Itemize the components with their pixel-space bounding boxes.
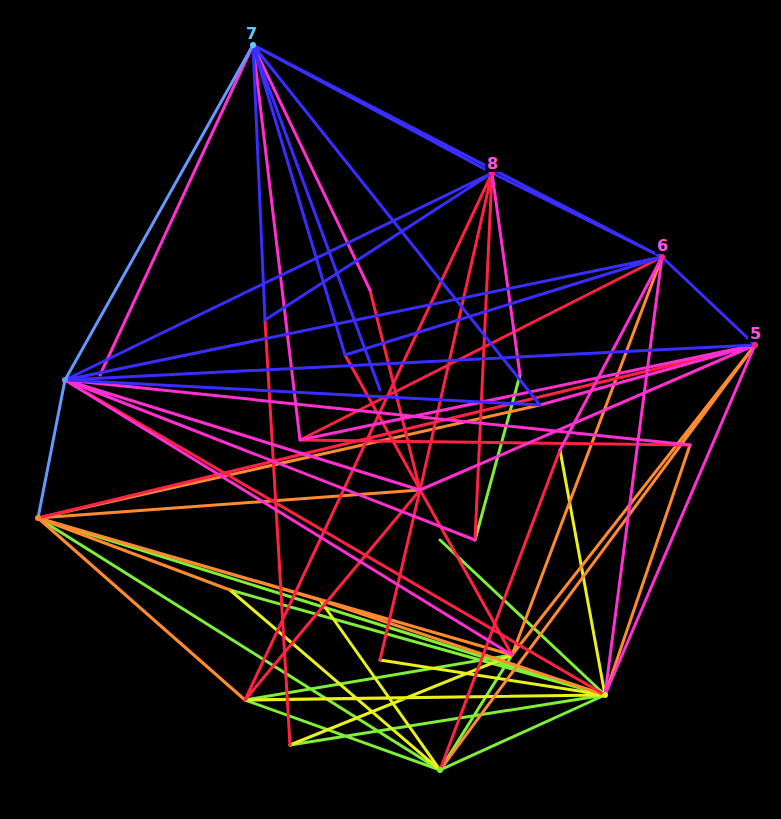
vertex-number: 7 — [244, 26, 259, 42]
vertex-dots — [35, 42, 758, 773]
light-blue-edges — [38, 45, 253, 518]
orange-edges — [38, 257, 755, 770]
magenta-edges — [65, 45, 755, 695]
graph-edges — [38, 45, 755, 770]
blue-edges — [65, 45, 755, 405]
vertex-number: 5 — [748, 326, 763, 342]
vertex-number: 6 — [655, 238, 670, 254]
vertex-number: 8 — [485, 156, 500, 172]
